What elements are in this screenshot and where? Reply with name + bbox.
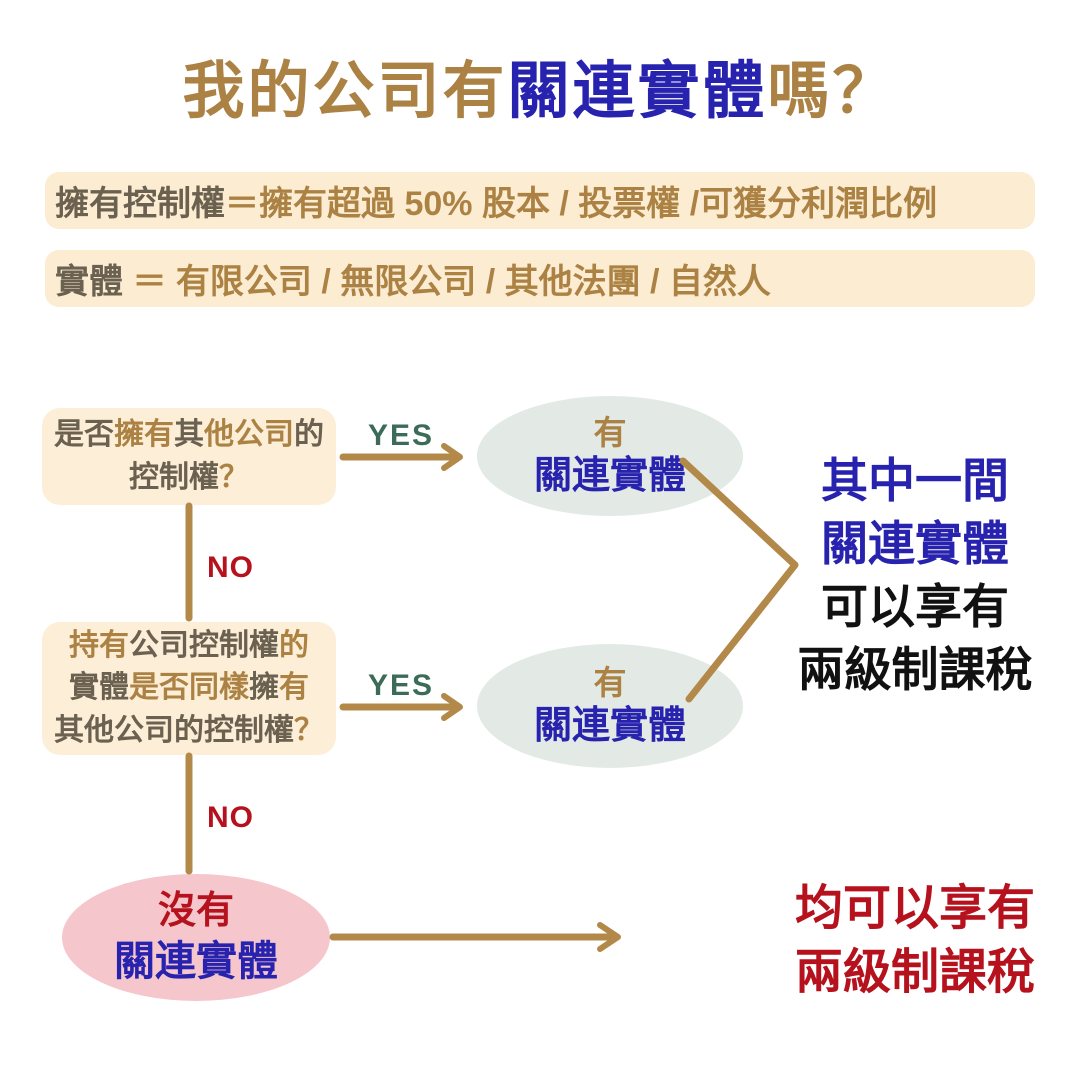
text-segment: 的: [279, 628, 309, 662]
text-segment: 控制權: [129, 460, 219, 494]
outcome-all-text: 均可以享有兩級制課稅: [755, 877, 1075, 1005]
result-no-entity-bottom: 關連實體: [114, 937, 278, 984]
no2-label: NO: [207, 801, 254, 834]
yes1-label: YES: [368, 419, 435, 452]
result-no-entity: 沒有 關連實體: [62, 874, 330, 1001]
text-segment: 擁有超過 50% 股本 / 投票權 /可獲分利潤比例: [259, 185, 938, 223]
text-segment: 公司控制權: [129, 628, 279, 662]
question2-line1: 持有公司控制權的: [69, 625, 309, 668]
text-segment: ＝: [123, 263, 176, 301]
question1-line1: 是否擁有其他公司的: [54, 414, 324, 457]
definition-control-text: 擁有控制權＝擁有超過 50% 股本 / 投票權 /可獲分利潤比例: [55, 176, 937, 225]
result-has-entity-1-bottom: 關連實體: [533, 454, 686, 497]
yes2-label: YES: [368, 669, 435, 702]
text-segment: 我的公司有: [182, 57, 508, 126]
result-has-entity-1: 有 關連實體: [477, 396, 743, 516]
question2-line2: 實體是否同樣擁有: [69, 667, 309, 710]
text-segment: 可以享有: [821, 580, 1009, 633]
text-segment: 其: [174, 417, 204, 451]
text-segment: 關連實體: [821, 517, 1009, 570]
text-segment: 實體: [69, 671, 129, 705]
text-segment: 是否同樣: [129, 671, 249, 705]
yes2-arrowhead: [441, 693, 463, 721]
result-has-entity-1-top: 有: [593, 413, 627, 451]
question2-line3: 其他公司的控制權？: [54, 710, 324, 753]
text-segment: 其他公司的控制權: [54, 713, 294, 747]
text-segment: 有: [279, 671, 309, 705]
yes1-arrowhead: [441, 443, 463, 471]
text-segment: 他公司: [204, 417, 294, 451]
text-segment: 是否: [54, 417, 114, 451]
text-segment: 兩級制課稅: [794, 946, 1035, 999]
text-segment: 均可以享有: [794, 882, 1035, 935]
text-segment: ？: [294, 713, 324, 747]
text-segment: ＝: [225, 185, 259, 223]
text-segment: 擁有控制權: [55, 185, 225, 223]
question1-box: 是否擁有其他公司的 控制權？: [42, 408, 336, 505]
text-segment: 的: [294, 417, 324, 451]
text-segment: 嗎？: [767, 57, 898, 126]
result-no-entity-top: 沒有: [157, 890, 234, 933]
text-segment: 擁: [249, 671, 279, 705]
no1-label: NO: [207, 551, 254, 584]
definition-control-bar: 擁有控制權＝擁有超過 50% 股本 / 投票權 /可獲分利潤比例: [45, 172, 1035, 229]
definition-entity-bar: 實體 ＝ 有限公司 / 無限公司 / 其他法團 / 自然人: [45, 250, 1035, 307]
text-segment: 擁有: [114, 417, 174, 451]
text-segment: 其中一間: [821, 454, 1009, 507]
result-has-entity-2: 有 關連實體: [477, 644, 743, 768]
result-has-entity-2-bottom: 關連實體: [533, 704, 686, 747]
text-segment: ？: [219, 460, 249, 494]
text-segment: 關連實體: [507, 57, 768, 126]
definition-entity-text: 實體 ＝ 有限公司 / 無限公司 / 其他法團 / 自然人: [55, 254, 771, 303]
result-has-entity-2-top: 有: [593, 663, 627, 701]
question1-line2: 控制權？: [129, 457, 249, 500]
question2-box: 持有公司控制權的 實體是否同樣擁有 其他公司的控制權？: [42, 622, 336, 755]
text-segment: 有限公司 / 無限公司 / 其他法團 / 自然人: [175, 263, 771, 301]
text-segment: 持有: [69, 628, 129, 662]
outcome-one-entity-text: 其中一間關連實體可以享有兩級制課稅: [755, 449, 1075, 701]
page-title: 我的公司有關連實體嗎？: [0, 40, 1080, 130]
text-segment: 實體: [55, 263, 123, 301]
text-segment: 兩級制課稅: [797, 643, 1033, 696]
bottom-arrowhead: [597, 922, 621, 952]
